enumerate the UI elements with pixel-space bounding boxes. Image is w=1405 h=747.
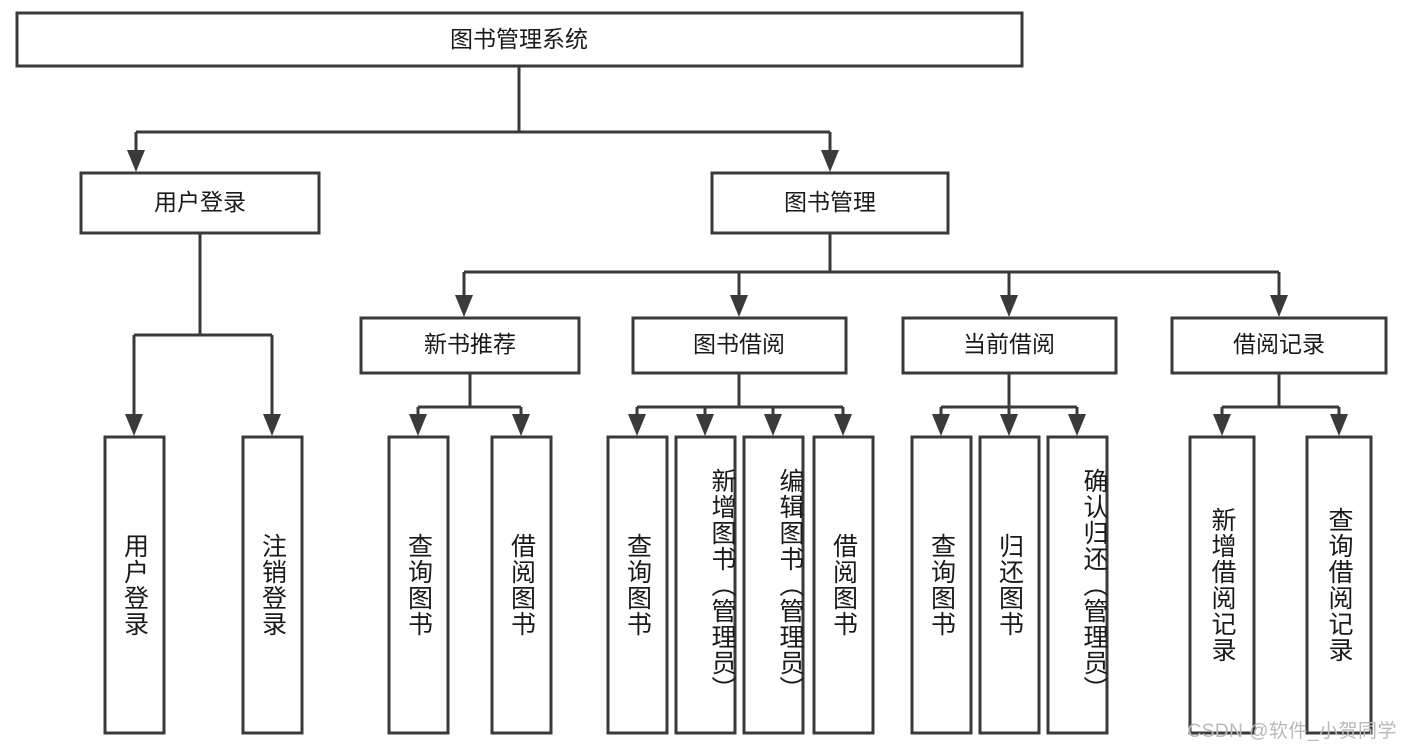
leaf-box-add-record[interactable] bbox=[1188, 435, 1256, 735]
node-current-borrow-label: 当前借阅 bbox=[963, 331, 1055, 357]
arrow-to-leaf-query-book-a bbox=[409, 414, 427, 436]
node-borrow-record-label: 借阅记录 bbox=[1233, 331, 1325, 357]
node-root-label: 图书管理系统 bbox=[450, 26, 588, 52]
node-current-borrow[interactable] bbox=[901, 316, 1118, 375]
arrow-to-leaf-add-book bbox=[696, 414, 714, 436]
leaf-box-edit-book[interactable] bbox=[742, 435, 805, 735]
arrow-to-leaf-user-login bbox=[125, 414, 143, 436]
node-root-book-management-system[interactable] bbox=[15, 11, 1024, 68]
node-user-login-label: 用户登录 bbox=[154, 189, 246, 215]
watermark-text: CSDN @软件_小贺同学 bbox=[1187, 721, 1397, 742]
arrow-to-leaf-borrow-book-b bbox=[834, 414, 852, 436]
leaf-box-borrow-book-b[interactable] bbox=[812, 435, 875, 735]
arrow-to-user-login bbox=[127, 150, 145, 172]
node-book-borrow-label: 图书借阅 bbox=[693, 331, 785, 357]
arrow-to-leaf-logout bbox=[263, 414, 281, 436]
arrow-to-leaf-query-book-b bbox=[628, 414, 646, 436]
leaf-box-add-book[interactable] bbox=[674, 435, 737, 735]
node-book-management-label: 图书管理 bbox=[784, 189, 876, 215]
arrow-to-leaf-add-record bbox=[1213, 414, 1231, 436]
arrow-to-borrow-record bbox=[1270, 295, 1288, 317]
leaf-box-query-record[interactable] bbox=[1305, 435, 1373, 735]
leaf-box-logout[interactable] bbox=[241, 435, 304, 735]
leaf-box-query-book-c[interactable] bbox=[910, 435, 973, 735]
leaf-box-user-login[interactable] bbox=[103, 435, 166, 735]
arrow-to-current-borrow bbox=[1000, 295, 1018, 317]
arrow-to-leaf-edit-book bbox=[764, 414, 782, 436]
arrow-to-book-borrow bbox=[730, 295, 748, 317]
leaf-box-confirm-return[interactable] bbox=[1046, 435, 1109, 735]
node-borrow-record[interactable] bbox=[1170, 316, 1388, 375]
arrow-to-new-book-recommend bbox=[455, 295, 473, 317]
arrow-to-leaf-borrow-book-a bbox=[512, 414, 530, 436]
arrow-to-leaf-confirm-return bbox=[1068, 414, 1086, 436]
leaf-box-return-book[interactable] bbox=[978, 435, 1041, 735]
leaf-box-query-book-b[interactable] bbox=[606, 435, 669, 735]
arrow-to-leaf-return-book bbox=[1000, 414, 1018, 436]
leaf-box-borrow-book-a[interactable] bbox=[490, 435, 553, 735]
leaf-box-query-book-a[interactable] bbox=[387, 435, 450, 735]
node-book-management[interactable] bbox=[710, 171, 950, 235]
node-user-login[interactable] bbox=[79, 171, 321, 235]
node-new-book-recommend[interactable] bbox=[359, 316, 581, 375]
node-book-borrow[interactable] bbox=[631, 316, 848, 375]
arrow-to-book-manage bbox=[821, 150, 839, 172]
arrow-to-leaf-query-record bbox=[1330, 414, 1348, 436]
arrow-to-leaf-query-book-c bbox=[932, 414, 950, 436]
node-new-book-recommend-label: 新书推荐 bbox=[424, 331, 516, 357]
